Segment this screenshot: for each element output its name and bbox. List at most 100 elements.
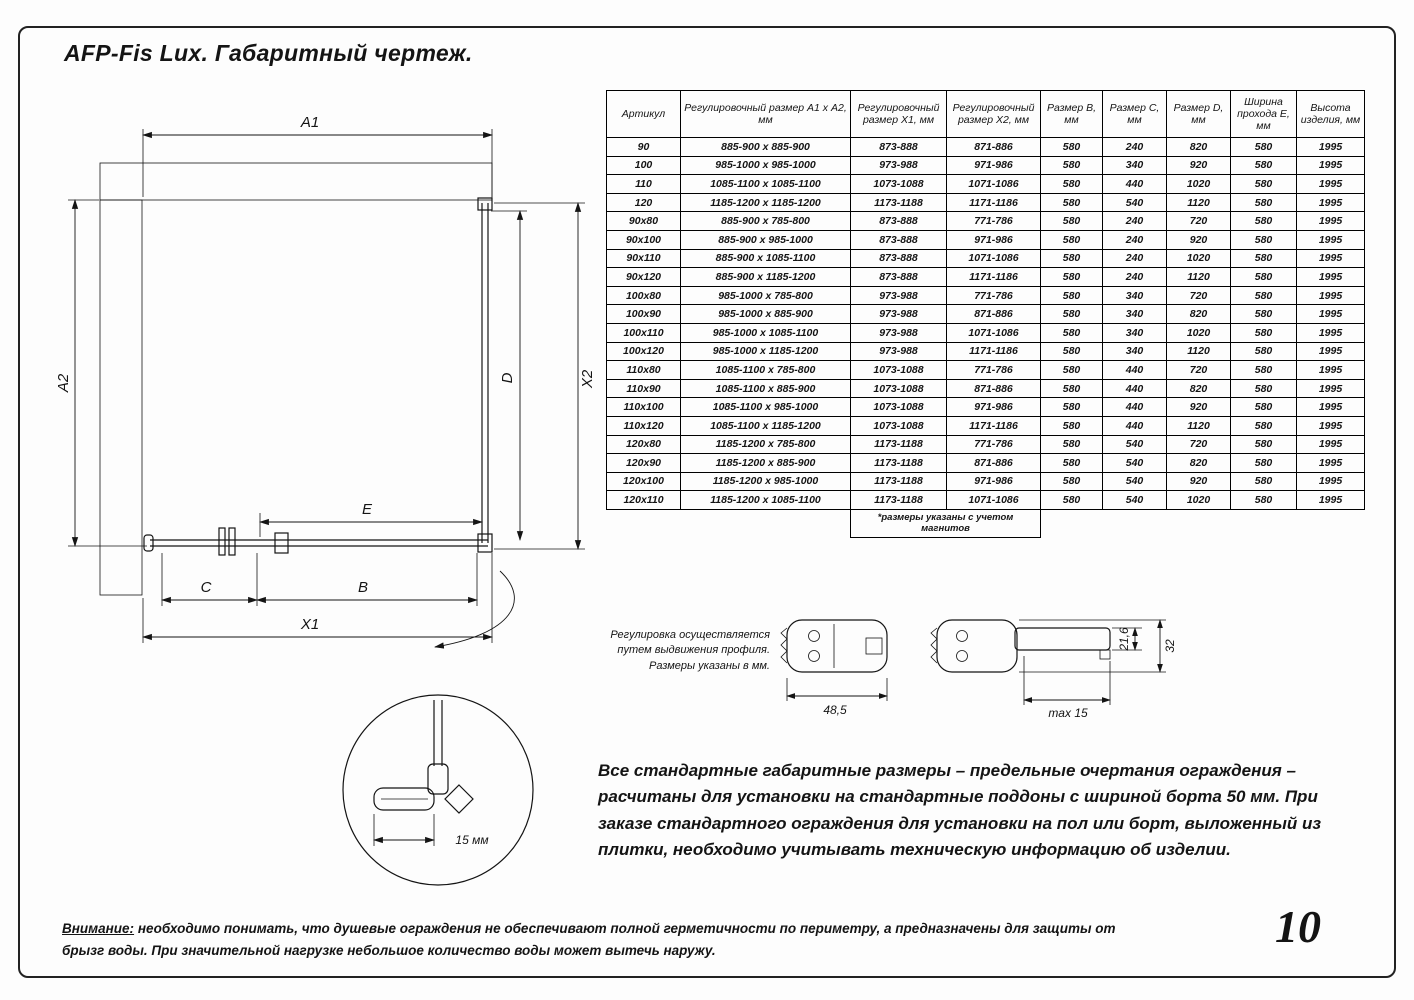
table-cell: 820 — [1166, 137, 1231, 157]
dimension-x1: X1 — [142, 553, 493, 643]
table-cell: 580 — [1230, 267, 1297, 287]
table-cell: 1995 — [1296, 453, 1365, 473]
table-cell: 580 — [1230, 304, 1297, 324]
table-cell: 580 — [1040, 434, 1103, 455]
table-cell: 580 — [1040, 285, 1103, 306]
table-cell: 873-888 — [850, 211, 947, 231]
table-cell: 771-786 — [946, 360, 1041, 380]
table-cell: 240 — [1102, 267, 1167, 287]
table-cell: 873-888 — [850, 267, 947, 287]
table-cell: 1073-1088 — [850, 415, 947, 436]
table-cell: 1073-1088 — [850, 378, 947, 399]
table-cell: 580 — [1040, 137, 1103, 157]
warning-label: Внимание: — [62, 921, 135, 936]
table-cell: 90 — [606, 137, 681, 157]
table-cell: 580 — [1040, 192, 1103, 213]
table-cell: 1085-1100 x 985-1000 — [680, 397, 851, 417]
table-cell: 580 — [1230, 360, 1297, 380]
column-header: Регулировочный размер Х2, мм — [946, 90, 1041, 138]
table-cell: 1995 — [1296, 267, 1365, 287]
dim-label-c: C — [201, 579, 212, 596]
dimension-a2: A2 — [55, 199, 147, 547]
detail-drawing: 15 мм — [342, 694, 534, 886]
table-cell: 1071-1086 — [946, 174, 1041, 194]
wall-hatching — [99, 162, 493, 596]
table-cell: 1071-1086 — [946, 248, 1041, 269]
dimension-e: E — [259, 501, 483, 537]
table-cell: 110x90 — [606, 378, 681, 399]
table-cell: 440 — [1102, 397, 1167, 417]
table-cell: 971-986 — [946, 471, 1041, 492]
table-cell: 440 — [1102, 174, 1167, 194]
table-cell: 1995 — [1296, 322, 1365, 343]
table-cell: 1995 — [1296, 490, 1365, 510]
table-cell: 1185-1200 x 785-800 — [680, 434, 851, 455]
table-cell: 771-786 — [946, 211, 1041, 231]
table-cell: 873-888 — [850, 248, 947, 269]
table-cell: 540 — [1102, 490, 1167, 510]
table-cell: 120x100 — [606, 471, 681, 492]
table-cell: 580 — [1230, 248, 1297, 269]
table-cell: 885-900 x 885-900 — [680, 137, 851, 157]
table-cell: 1020 — [1166, 322, 1231, 343]
table-cell: 580 — [1040, 229, 1103, 250]
profile-section-1: 48,5 — [780, 619, 888, 717]
table-cell: 1171-1186 — [946, 192, 1041, 213]
table-cell: 580 — [1230, 229, 1297, 250]
column-header: Размер С, мм — [1102, 90, 1167, 138]
table-cell: 920 — [1166, 229, 1231, 250]
table-cell: 1120 — [1166, 267, 1231, 287]
table-cell: 1173-1188 — [850, 453, 947, 473]
profile-section-2: max 15 21,6 32 — [930, 619, 1177, 720]
profile-sections-drawing: 48,5 max 15 21,6 32 — [780, 619, 1177, 720]
table-cell: 340 — [1102, 304, 1167, 324]
table-cell: 871-886 — [946, 304, 1041, 324]
table-cell: 1995 — [1296, 360, 1365, 380]
table-cell: 580 — [1230, 453, 1297, 473]
table-cell: 1020 — [1166, 490, 1231, 510]
detail-dimension: 15 мм — [373, 814, 489, 847]
table-cell: 540 — [1102, 471, 1167, 492]
table-cell: 580 — [1040, 490, 1103, 510]
table-cell: 1995 — [1296, 304, 1365, 324]
footnote-spacer-right — [1041, 509, 1365, 537]
table-cell: 1995 — [1296, 341, 1365, 362]
table-cell: 110 — [606, 174, 681, 194]
table-cell: 1995 — [1296, 434, 1365, 455]
table-cell: 1995 — [1296, 174, 1365, 194]
dim-label-a2: A2 — [55, 373, 72, 393]
profile-dim-inner-height: 21,6 — [1117, 627, 1131, 652]
table-cell: 580 — [1230, 155, 1297, 176]
table-cell: 120x90 — [606, 453, 681, 473]
column-header: Размер D, мм — [1166, 90, 1231, 138]
dim-label-d: D — [499, 372, 516, 383]
table-cell: 540 — [1102, 434, 1167, 455]
table-cell: 580 — [1040, 415, 1103, 436]
table-cell: 440 — [1102, 378, 1167, 399]
table-cell: 540 — [1102, 192, 1167, 213]
table-cell: 120x110 — [606, 490, 681, 510]
table-cell: 985-1000 x 785-800 — [680, 285, 851, 306]
table-cell: 1171-1186 — [946, 267, 1041, 287]
table-cell: 1073-1088 — [850, 174, 947, 194]
table-cell: 1995 — [1296, 137, 1365, 157]
table-cell: 580 — [1040, 322, 1103, 343]
table-cell: 580 — [1230, 490, 1297, 510]
table-cell: 820 — [1166, 453, 1231, 473]
table-cell: 580 — [1040, 341, 1103, 362]
table-cell: 1995 — [1296, 471, 1365, 492]
